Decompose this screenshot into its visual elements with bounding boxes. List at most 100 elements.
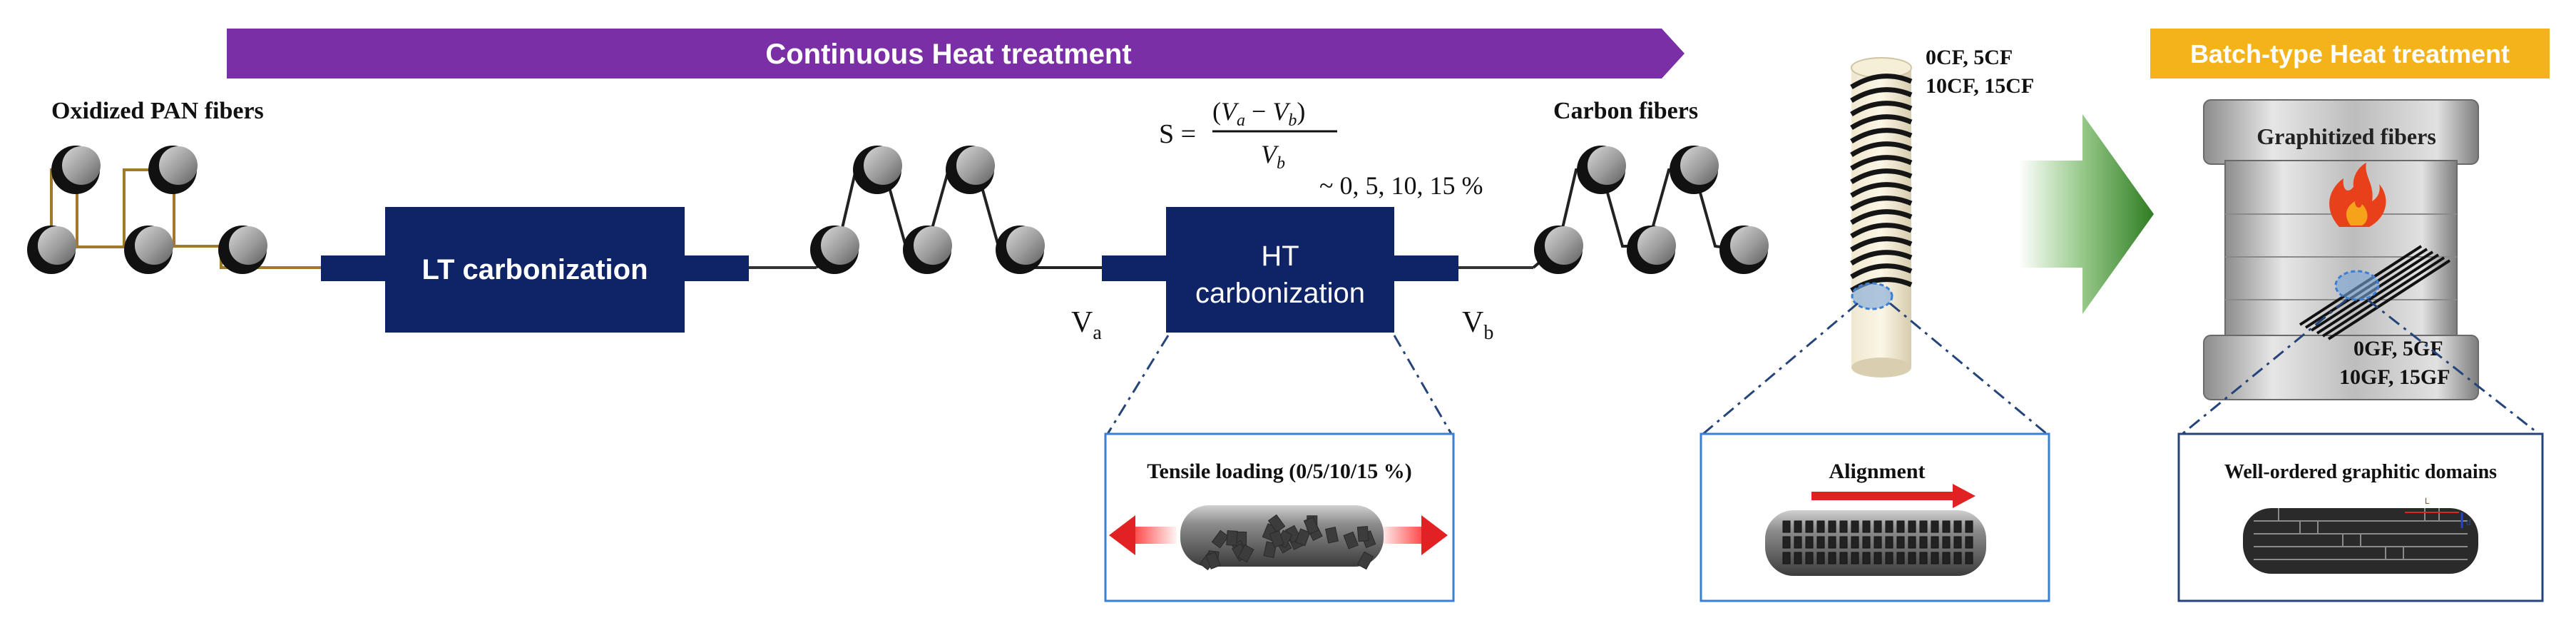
aligned-domain bbox=[1953, 536, 1962, 549]
fiber-wrap bbox=[1850, 155, 1913, 171]
aligned-domain bbox=[1874, 536, 1882, 549]
process-arrow-icon bbox=[2018, 114, 2154, 314]
roller-icon bbox=[1719, 226, 1769, 274]
aligned-domain bbox=[1885, 536, 1893, 549]
roller-icon bbox=[853, 146, 902, 194]
aligned-domain bbox=[1896, 520, 1905, 533]
fiber-wrap bbox=[1850, 223, 1913, 238]
aligned-domain bbox=[1953, 520, 1962, 533]
fiber-wrap bbox=[1850, 263, 1913, 279]
carbon-fiber-cylinder bbox=[1850, 57, 1913, 378]
fiber-wrap bbox=[1850, 114, 1913, 130]
graphitized-fiber bbox=[2316, 253, 2440, 335]
disordered-domain bbox=[1324, 526, 1339, 544]
continuous-banner-label: Continuous Heat treatment bbox=[765, 39, 1131, 70]
fiber-highlight-ellipse bbox=[1851, 282, 1893, 310]
aligned-domain bbox=[1942, 536, 1951, 549]
interlayer-spacing-label: d bbox=[2466, 517, 2471, 527]
aligned-domain bbox=[1782, 520, 1791, 533]
formula-lhs: S = bbox=[1159, 119, 1196, 149]
roller-icon bbox=[148, 146, 198, 194]
flame-icon bbox=[2329, 163, 2386, 227]
aligned-domain bbox=[1839, 552, 1848, 564]
roller-icon bbox=[1534, 226, 1583, 274]
aligned-domain bbox=[1794, 536, 1802, 549]
aligned-domain-group bbox=[1782, 520, 1973, 564]
aligned-domain bbox=[1965, 520, 1973, 533]
batch-banner bbox=[2150, 29, 2550, 78]
alignment-inset-title: Alignment bbox=[1829, 460, 1926, 483]
disordered-domain bbox=[1356, 551, 1374, 570]
guide-line-graphitic-right bbox=[2367, 298, 2540, 435]
aligned-domain bbox=[1942, 552, 1951, 564]
stretch-formula: S = (Va − Vb) Vb bbox=[1159, 97, 1337, 173]
carbon-fibers-label: Carbon fibers bbox=[1553, 98, 1698, 124]
aligned-domain bbox=[1908, 520, 1916, 533]
velocity-b-label: Vb bbox=[1462, 306, 1493, 344]
aligned-domain bbox=[1908, 552, 1916, 564]
roller-group-carbon bbox=[1534, 146, 1769, 274]
aligned-domain bbox=[1953, 552, 1962, 564]
alignment-arrow-icon bbox=[1953, 484, 1976, 508]
aligned-domain bbox=[1782, 552, 1791, 564]
tensile-arrow-icon bbox=[1109, 515, 1135, 555]
roller-icon bbox=[1670, 146, 1719, 194]
aligned-domain bbox=[1908, 536, 1916, 549]
velocity-a-label: Va bbox=[1071, 306, 1102, 344]
roller-icon bbox=[51, 146, 101, 194]
aligned-domain bbox=[1794, 520, 1802, 533]
stretch-range-label: ~ 0, 5, 10, 15 % bbox=[1319, 171, 1483, 200]
fiber-wrap bbox=[1850, 168, 1913, 184]
disordered-domain-group bbox=[1199, 514, 1376, 571]
gf-grade-line1: 0GF, 5GF bbox=[2353, 337, 2443, 360]
lt-carbonization-furnace: LT carbonization bbox=[321, 207, 749, 333]
aligned-domain bbox=[1885, 552, 1893, 564]
aligned-domain bbox=[1805, 536, 1814, 549]
disordered-domain bbox=[1294, 528, 1311, 547]
continuous-banner bbox=[227, 29, 1685, 78]
graphitized-fiber bbox=[2327, 259, 2451, 340]
aligned-domain bbox=[1896, 552, 1905, 564]
tensile-inset-title: Tensile loading (0/5/10/15 %) bbox=[1147, 460, 1411, 483]
disordered-domain bbox=[1356, 526, 1369, 542]
aligned-domain bbox=[1942, 520, 1951, 533]
ht-carbonization-furnace: HT carbonization bbox=[1102, 207, 1458, 333]
roller-icon bbox=[1577, 146, 1626, 194]
aligned-domain bbox=[1919, 536, 1928, 549]
oxidized-pan-label: Oxidized PAN fibers bbox=[51, 98, 264, 124]
disordered-domain bbox=[1303, 516, 1319, 535]
aligned-domain bbox=[1828, 536, 1836, 549]
aligned-domain bbox=[1931, 520, 1939, 533]
aligned-domain bbox=[1828, 552, 1836, 564]
fiber-wrap bbox=[1850, 196, 1913, 211]
roller-icon bbox=[27, 226, 76, 274]
guide-line-alignment-right bbox=[1889, 302, 2048, 435]
ht-label-line1: HT bbox=[1261, 240, 1299, 272]
batch-banner-label: Batch-type Heat treatment bbox=[2190, 39, 2510, 69]
tensile-loading-inset: Tensile loading (0/5/10/15 %) bbox=[1104, 432, 1455, 602]
graphitization-furnace bbox=[2203, 99, 2479, 400]
aligned-domain bbox=[1816, 536, 1825, 549]
fiber-wrap bbox=[1850, 74, 1913, 89]
aligned-domain bbox=[1931, 536, 1939, 549]
disordered-domain bbox=[1205, 551, 1221, 569]
graphitized-highlight-ellipse bbox=[2334, 270, 2380, 301]
roller-icon bbox=[1627, 226, 1676, 274]
graphitized-fiber-group bbox=[2299, 245, 2451, 340]
aligned-domain bbox=[1839, 520, 1848, 533]
disordered-domain bbox=[1237, 544, 1254, 563]
aligned-domain bbox=[1874, 552, 1882, 564]
disordered-domain bbox=[1267, 514, 1286, 533]
guide-line-tensile-left bbox=[1106, 335, 1170, 435]
aligned-domain bbox=[1828, 520, 1836, 533]
disordered-domain bbox=[1226, 530, 1238, 546]
crystallite-length-label: L bbox=[2425, 496, 2430, 506]
aligned-domain bbox=[1805, 552, 1814, 564]
disordered-domain bbox=[1343, 531, 1359, 550]
aligned-domain bbox=[1839, 536, 1848, 549]
graphitized-fiber bbox=[2321, 256, 2445, 338]
fiber-wrap bbox=[1850, 141, 1913, 157]
disordered-domain bbox=[1269, 530, 1284, 548]
aligned-domain bbox=[1965, 552, 1973, 564]
